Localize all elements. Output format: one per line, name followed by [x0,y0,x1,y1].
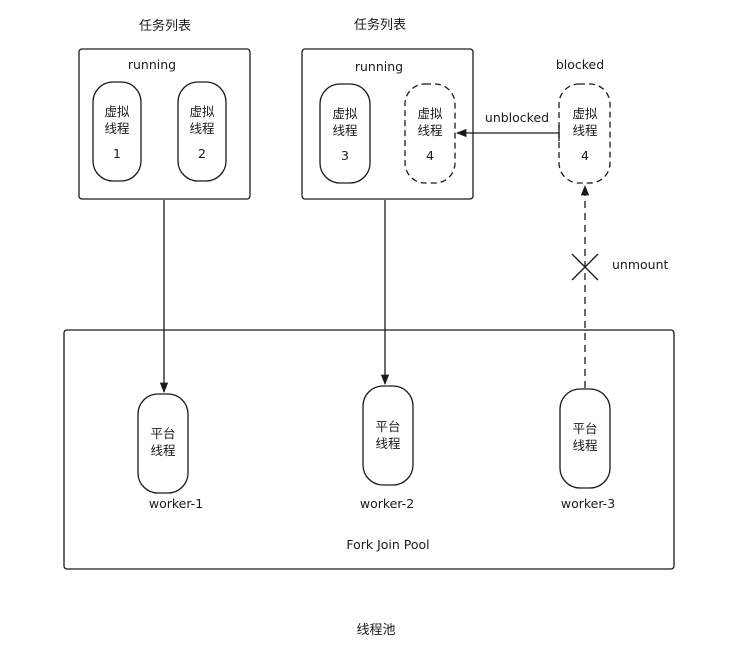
virtual-thread-4-blocked-number: 4 [581,148,589,163]
worker-3-name: worker-3 [561,496,615,511]
task-queue-1-title: 任务列表 [139,18,191,34]
unmount-cross-b [571,253,599,281]
fork-join-pool-label: Fork Join Pool [346,537,429,552]
worker-3-line2: 线程 [572,438,598,453]
virtual-thread-3-number: 3 [341,148,349,163]
unmount-edge: unmount [571,184,669,388]
virtual-thread-1-line2: 线程 [104,121,130,136]
thread-pool-caption: 线程池 [356,623,395,638]
platform-thread-worker-2: 平台 线程 worker-2 [360,385,414,511]
virtual-thread-2-shape [177,81,227,182]
worker-1-line2: 线程 [150,443,176,458]
worker-2-name: worker-2 [360,496,414,511]
worker-2-shape [362,385,414,486]
worker-2-line2: 线程 [375,436,401,451]
platform-thread-worker-1: 平台 线程 worker-1 [137,393,203,511]
virtual-thread-4-running-line1: 虚拟 [417,106,443,121]
virtual-thread-4-running-shape [404,83,456,184]
blocked-label: blocked [556,57,604,72]
virtual-thread-3-shape [319,83,371,184]
worker-1-shape [137,393,189,494]
task-queue-1: 任务列表 running 虚拟 线程 1 虚拟 线程 2 [78,18,251,200]
virtual-thread-2: 虚拟 线程 2 [177,81,227,182]
task-queue-2-title: 任务列表 [354,17,406,33]
virtual-thread-2-number: 2 [198,146,206,161]
virtual-thread-1-number: 1 [113,146,121,161]
virtual-thread-2-line1: 虚拟 [189,104,215,119]
fork-join-pool-box [63,329,675,570]
virtual-thread-4-running: 虚拟 线程 4 [404,83,456,184]
platform-thread-worker-3: 平台 线程 worker-3 [559,388,615,511]
virtual-thread-3-line1: 虚拟 [332,106,358,121]
blocked-group: blocked 虚拟 线程 4 [556,57,611,184]
virtual-thread-1-shape [92,81,142,182]
virtual-thread-1-line1: 虚拟 [104,104,130,119]
worker-1-name: worker-1 [149,496,203,511]
virtual-thread-1: 虚拟 线程 1 [92,81,142,182]
worker-1-line1: 平台 [150,426,175,441]
virtual-thread-4-blocked-line2: 线程 [572,123,598,138]
virtual-thread-3-line2: 线程 [332,123,358,138]
unmount-label: unmount [612,257,669,272]
virtual-thread-4-running-number: 4 [426,148,434,163]
worker-3-line1: 平台 [572,421,597,436]
virtual-thread-2-line2: 线程 [189,121,215,136]
worker-2-line1: 平台 [375,419,400,434]
unblocked-label: unblocked [485,110,549,125]
virtual-thread-3: 虚拟 线程 3 [319,83,371,184]
task-queue-2: 任务列表 running 虚拟 线程 3 虚拟 线程 4 [301,17,474,200]
virtual-thread-4-blocked-line1: 虚拟 [572,106,598,121]
unblocked-edge: unblocked [455,110,560,141]
fork-join-pool: 平台 线程 worker-1 平台 线程 worker-2 平台 线程 work… [63,329,675,570]
task-queue-2-state: running [355,59,403,74]
task-queue-1-state: running [128,57,176,72]
worker-3-shape [559,388,611,489]
virtual-thread-4-running-line2: 线程 [417,123,443,138]
